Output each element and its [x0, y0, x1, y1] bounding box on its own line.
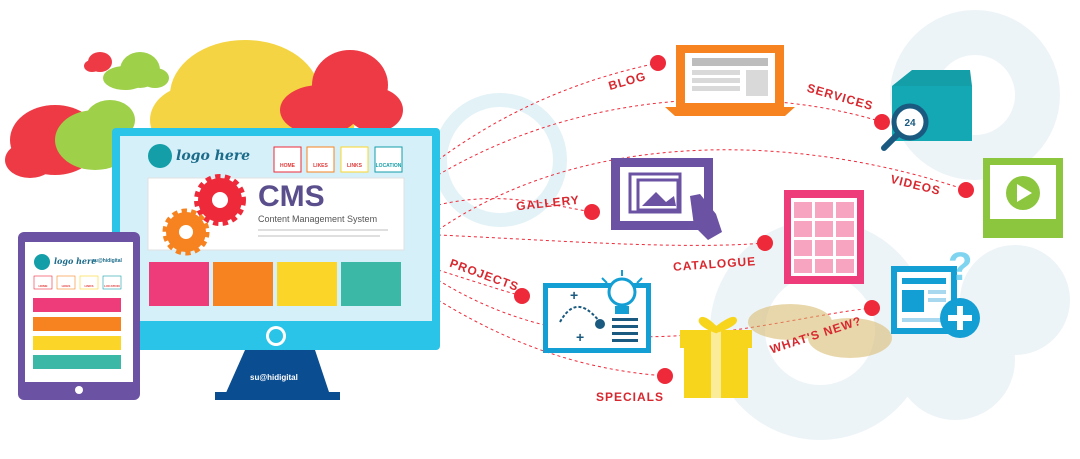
project-plan-icon: + + [543, 270, 651, 353]
laptop-icon [665, 45, 795, 116]
tablet-nav-location[interactable]: LOCATION [104, 284, 120, 288]
tablet-brand: su@hidigital [92, 258, 122, 264]
catalogue-grid-icon [784, 190, 864, 284]
label-specials[interactable]: SPECIALS [596, 390, 665, 404]
svg-text:24: 24 [904, 118, 916, 129]
svg-text:+: + [576, 329, 584, 345]
gift-icon [680, 316, 752, 398]
tablet-logo-text: logo here [54, 256, 97, 266]
tablet-nav-home[interactable]: HOME [38, 284, 48, 288]
monitor-logo-text: logo here [176, 148, 251, 164]
monitor [112, 128, 440, 400]
blurred-decoration [748, 304, 892, 358]
tablet-nav-links[interactable]: LINKS [84, 284, 94, 288]
connector-dots [514, 55, 974, 384]
cms-subtitle: Content Management System [258, 214, 378, 224]
nav-likes[interactable]: LIKES [313, 163, 328, 169]
cms-title: CMS [258, 180, 325, 213]
nav-location[interactable]: LOCATION [375, 163, 402, 169]
gallery-touch-icon [611, 158, 722, 240]
nav-home[interactable]: HOME [280, 163, 295, 169]
news-question-icon: ? [891, 245, 980, 338]
box-magnifier-24-icon: 24 [881, 70, 972, 151]
video-play-icon [983, 158, 1063, 238]
tablet [18, 232, 140, 400]
svg-text:?: ? [948, 245, 972, 289]
tablet-nav-likes[interactable]: LIKES [61, 284, 71, 288]
nav-links[interactable]: LINKS [347, 163, 362, 169]
svg-text:+: + [570, 287, 578, 303]
monitor-brand: su@hidigital [250, 373, 298, 382]
